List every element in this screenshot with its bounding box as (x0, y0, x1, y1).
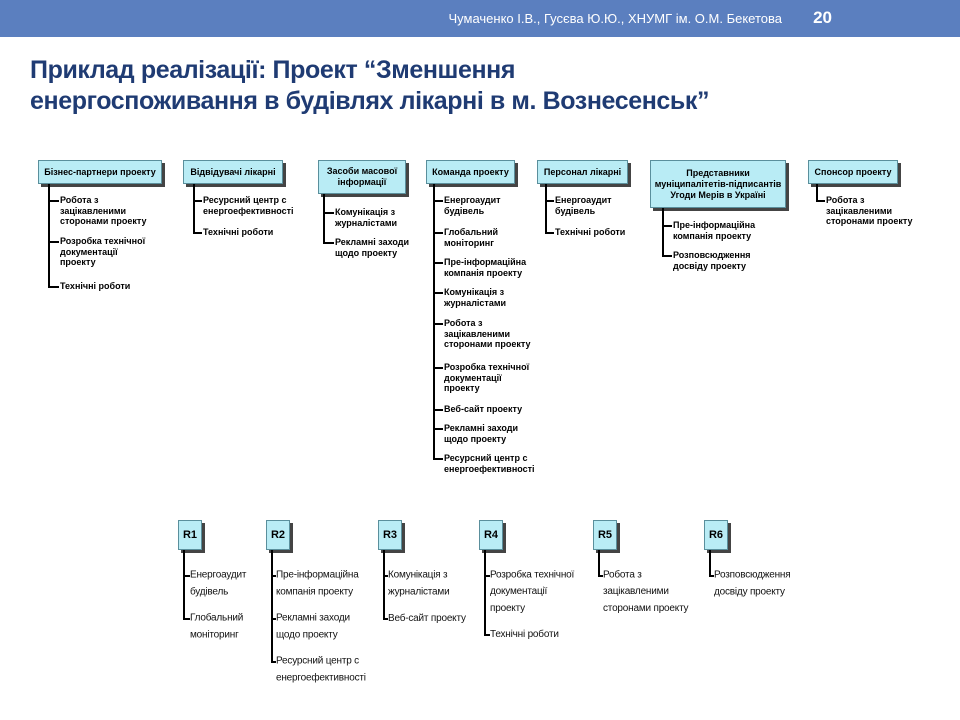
result-item: Розповсюдження досвіду проекту (714, 569, 791, 598)
item-connector (433, 428, 443, 430)
item-connector (545, 200, 554, 202)
result-header-r6: R6 (704, 520, 728, 550)
result-connector (183, 550, 185, 619)
item-connector (662, 255, 672, 257)
result-item: Ресурсний центр с енергоефективності (276, 655, 366, 684)
group-item: Комунікація з журналістами (444, 287, 507, 308)
result-connector (383, 550, 385, 619)
result-item-connector (183, 575, 190, 577)
group-connector (433, 184, 435, 459)
result-connector (709, 550, 711, 576)
group-header-1: Бізнес-партнери проекту (38, 160, 162, 184)
item-connector (433, 323, 443, 325)
group-item: Рекламні заходи щодо проекту (335, 237, 409, 258)
result-item-connector (709, 575, 714, 577)
result-connector (484, 550, 486, 635)
item-connector (48, 200, 59, 202)
result-item: Веб-сайт проекту (388, 612, 466, 625)
group-item: Робота з зацікавленими сторонами проекту (60, 195, 147, 226)
group-item: Технічні роботи (555, 227, 626, 237)
item-connector (662, 225, 672, 227)
group-item: Енергоаудит будівель (555, 195, 612, 216)
result-item-connector (484, 575, 490, 577)
group-connector (662, 208, 664, 256)
group-header-3: Засоби масової інформації (318, 160, 406, 194)
group-header-6: Представники муніципалітетів-підписантів… (650, 160, 786, 208)
page-number: 20 (813, 8, 832, 27)
result-item-connector (598, 575, 603, 577)
group-item: Веб-сайт проекту (444, 404, 523, 414)
group-item: Ресурсний центр с енергоефективності (203, 195, 294, 216)
group-item: Пре-інформаційна компанія проекту (673, 220, 756, 241)
page-title-line2: енергоспоживання в будівлях лікарні в м.… (30, 87, 710, 115)
item-connector (545, 232, 554, 234)
item-connector (433, 367, 443, 369)
group-connector (545, 184, 547, 233)
result-item: Робота з зацікавленими сторонами проекту (603, 568, 689, 615)
page-title-line1: Приклад реалізації: Проект “Зменшення (30, 56, 516, 84)
result-item: Енергоаудит будівель (190, 569, 247, 598)
item-connector (193, 232, 202, 234)
group-item: Технічні роботи (60, 281, 131, 291)
item-connector (433, 409, 443, 411)
result-item: Комунікація з журналістами (388, 569, 450, 598)
group-header-2: Відвідувачі лікарні (183, 160, 283, 184)
result-item: Розробка технічної документації проекту (490, 568, 575, 615)
result-item-connector (271, 618, 276, 620)
result-item-connector (271, 575, 276, 577)
group-connector (48, 184, 50, 287)
result-item: Технічні роботи (490, 628, 559, 641)
item-connector (433, 458, 443, 460)
header-bar: Чумаченко І.В., Гусєва Ю.Ю., ХНУМГ ім. О… (0, 0, 960, 37)
result-item-connector (183, 618, 190, 620)
group-header-7: Спонсор проекту (808, 160, 898, 184)
group-item: Розповсюдження досвіду проекту (673, 250, 751, 271)
item-connector (323, 212, 334, 214)
item-connector (48, 286, 59, 288)
item-connector (433, 292, 443, 294)
item-connector (48, 241, 59, 243)
result-item-connector (383, 618, 388, 620)
group-item: Робота з зацікавленими сторонами проекту (444, 318, 531, 349)
group-header-5: Персонал лікарні (537, 160, 628, 184)
page-title: Приклад реалізації: Проект “Зменшення ен… (30, 55, 930, 117)
result-connector (598, 550, 600, 576)
result-item: Глобальний моніторинг (190, 612, 244, 641)
group-item: Розробка технічної документації проекту (444, 362, 530, 393)
group-connector (816, 184, 818, 201)
result-header-r1: R1 (178, 520, 202, 550)
group-item: Енергоаудит будівель (444, 195, 501, 216)
group-header-4: Команда проекту (426, 160, 515, 184)
group-item: Пре-інформаційна компанія проекту (444, 257, 527, 278)
result-header-r5: R5 (593, 520, 617, 550)
group-item: Комунікація з журналістами (335, 207, 398, 228)
result-header-r4: R4 (479, 520, 503, 550)
group-item: Рекламні заходи щодо проекту (444, 423, 518, 444)
group-item: Ресурсний центр с енергоефективності (444, 453, 535, 474)
result-item-connector (484, 634, 490, 636)
group-item: Глобальний моніторинг (444, 227, 499, 248)
group-item: Розробка технічної документації проекту (60, 236, 146, 267)
group-connector (323, 194, 325, 243)
group-connector (193, 184, 195, 233)
result-item-connector (271, 661, 276, 663)
item-connector (433, 262, 443, 264)
item-connector (433, 232, 443, 234)
item-connector (816, 200, 825, 202)
result-item: Пре-інформаційна компанія проекту (276, 569, 359, 598)
group-item: Технічні роботи (203, 227, 274, 237)
result-item-connector (383, 575, 388, 577)
result-item: Рекламні заходи щодо проекту (276, 612, 350, 641)
item-connector (433, 200, 443, 202)
group-item: Робота з зацікавленими сторонами проекту (826, 195, 913, 226)
result-header-r3: R3 (378, 520, 402, 550)
result-header-r2: R2 (266, 520, 290, 550)
result-connector (271, 550, 273, 662)
item-connector (193, 200, 202, 202)
header-authors: Чумаченко І.В., Гусєва Ю.Ю., ХНУМГ ім. О… (448, 11, 782, 26)
item-connector (323, 242, 334, 244)
